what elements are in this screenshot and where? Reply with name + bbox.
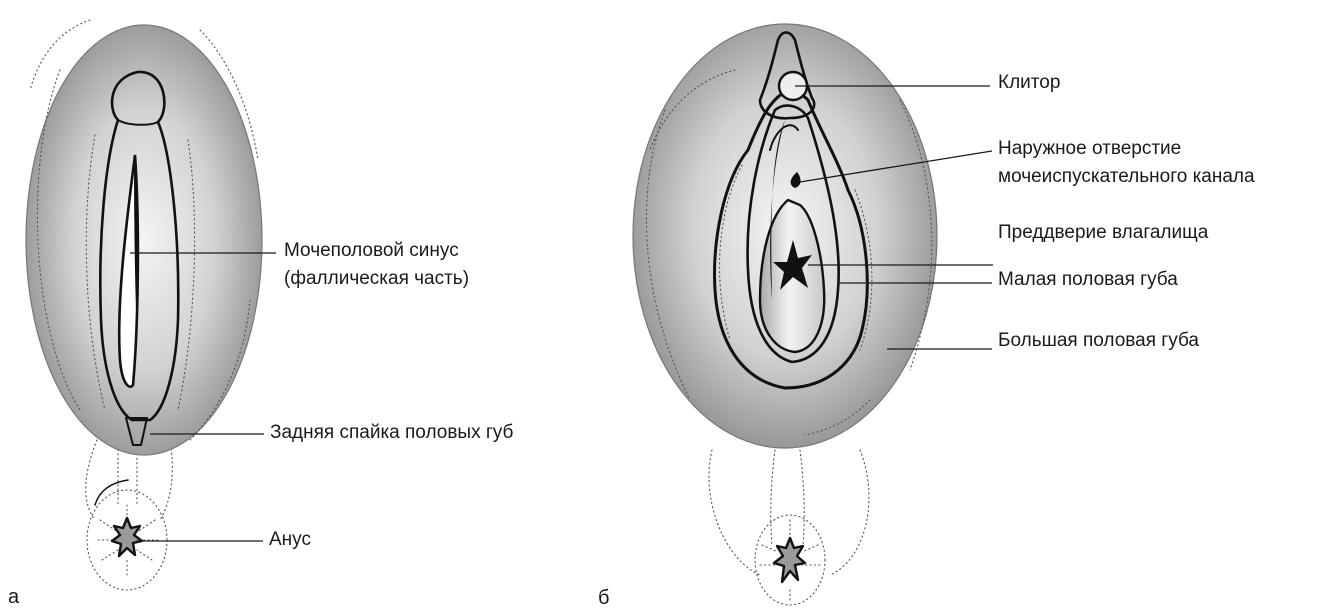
- panel-a: Мочеполовой синус (фаллическая часть) За…: [8, 20, 513, 608]
- label-urethral-opening-line1: Наружное отверстие: [998, 138, 1181, 159]
- label-posterior-commissure: Задняя спайка половых губ: [270, 422, 513, 443]
- label-clitoris: Клитор: [998, 72, 1060, 93]
- label-labia-majora: Большая половая губа: [998, 330, 1199, 351]
- label-urogenital-sinus-line2: (фаллическая часть): [284, 268, 469, 289]
- panel-letter-b: б: [598, 587, 609, 609]
- label-vestibule: Преддверие влагалища: [998, 222, 1209, 243]
- label-labia-minora: Малая половая губа: [998, 269, 1178, 290]
- anus-b: [755, 515, 825, 605]
- panel-letter-a: а: [8, 586, 20, 608]
- panel-b: Клитор Наружное отверстие мочеиспускател…: [598, 24, 1255, 609]
- label-urogenital-sinus-line1: Мочеполовой синус: [284, 240, 459, 261]
- label-anus: Анус: [269, 529, 311, 550]
- labioscrotal-swelling-a: [26, 25, 262, 455]
- anus-a: [87, 480, 167, 590]
- label-urethral-opening-line2: мочеиспускательного канала: [998, 166, 1255, 187]
